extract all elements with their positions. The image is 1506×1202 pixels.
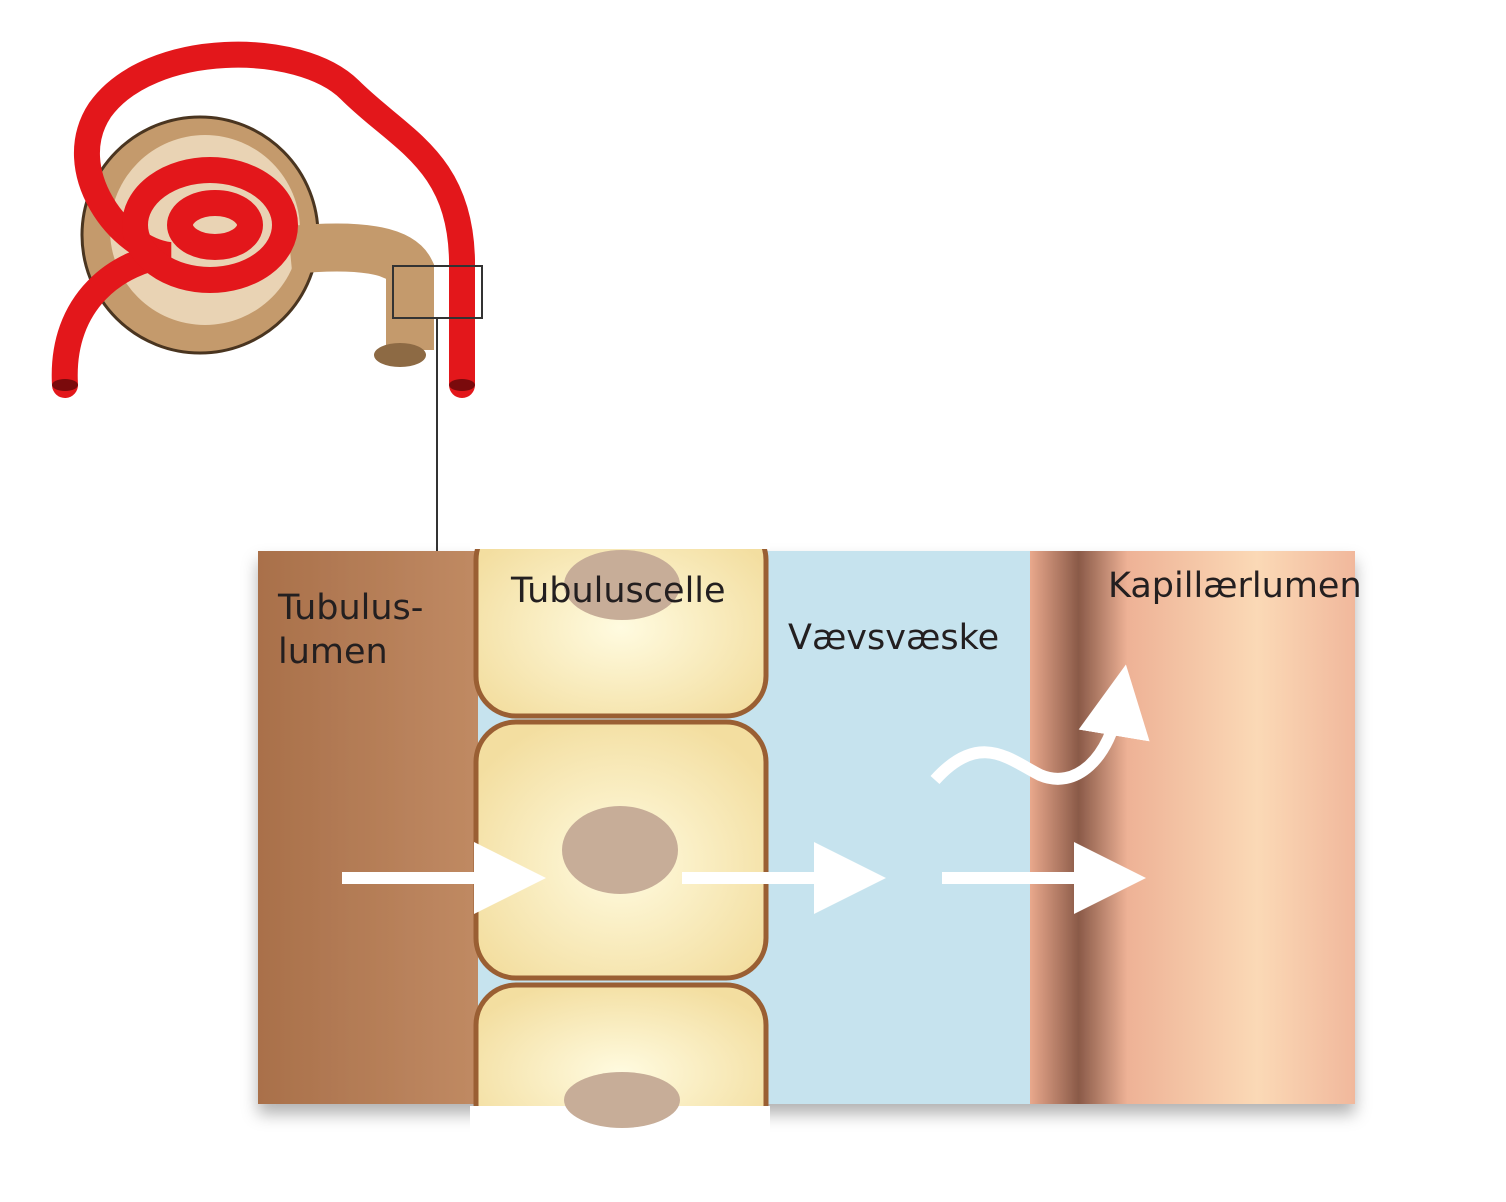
label-tubulus-cell: Tubuluscelle bbox=[511, 571, 726, 611]
label-tubulus-lumen: Tubulus- lumen bbox=[278, 586, 423, 674]
tubulus-lumen-region bbox=[258, 551, 478, 1104]
arrow-curved bbox=[930, 664, 1150, 785]
label-line: Tubulus- bbox=[278, 588, 424, 628]
label-capillary-lumen: Kapillærlumen bbox=[1108, 566, 1362, 606]
capillary-region bbox=[1030, 551, 1355, 1104]
label-tissue-fluid: Vævsvæske bbox=[788, 618, 1000, 658]
nephron-illustration bbox=[51, 41, 483, 551]
inset-panel bbox=[258, 551, 1355, 1104]
label-line: lumen bbox=[278, 632, 388, 672]
cell-nuclei bbox=[562, 550, 680, 1128]
transport-arrows bbox=[342, 664, 1150, 914]
